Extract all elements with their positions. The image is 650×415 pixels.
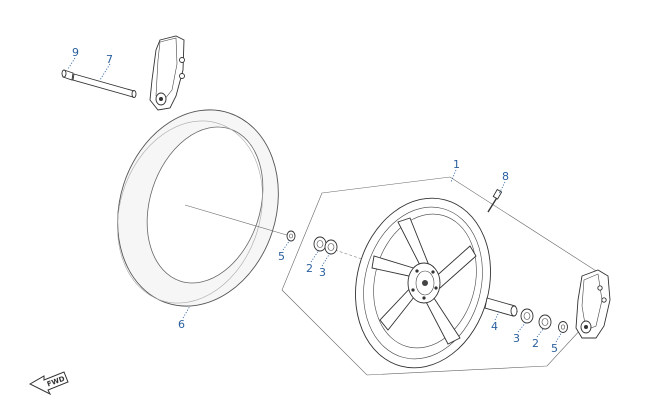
callout-7: 7 [106,53,113,66]
callout-5a: 5 [278,250,285,263]
leader-3b [517,321,527,333]
tyre [117,109,279,307]
callout-3a: 3 [319,266,326,279]
callout-6: 6 [178,318,185,331]
callout-2b: 2 [532,337,539,350]
left-bearing-3 [324,239,338,255]
callout-2a: 2 [306,262,313,275]
valve-stem [487,188,503,213]
callout-1: 1 [453,158,460,171]
leader-6 [182,305,191,319]
right-seal-2 [538,314,552,330]
leader-2a [310,249,320,263]
leader-9 [67,57,76,70]
callout-5b: 5 [551,342,558,355]
leader-8 [498,181,506,195]
callout-8: 8 [502,170,509,183]
wheel-rim [355,197,491,369]
leader-7 [99,63,111,81]
leader-3a [321,252,331,267]
callout-3b: 3 [513,332,520,345]
axle-centerline [184,204,291,237]
left-fork-slider [149,35,185,111]
left-spacer-5 [286,230,296,242]
leader-1 [450,169,457,183]
axle-nut-9 [61,69,74,81]
callout-4: 4 [491,320,498,333]
leader-2b [536,327,545,338]
forward-direction-arrow: FWD [28,371,69,396]
leader-5a [282,239,291,251]
wheel-assembly-outline [281,176,608,376]
front-axle-7 [72,73,137,98]
left-seal-2 [313,236,327,252]
right-fork-slider [575,269,611,339]
right-bearing-3 [520,308,534,324]
callout-9: 9 [72,46,79,59]
leader-4 [494,309,501,321]
right-spacer-5 [558,321,568,333]
leader-5b [555,331,563,343]
distance-collar-4 [484,297,518,317]
